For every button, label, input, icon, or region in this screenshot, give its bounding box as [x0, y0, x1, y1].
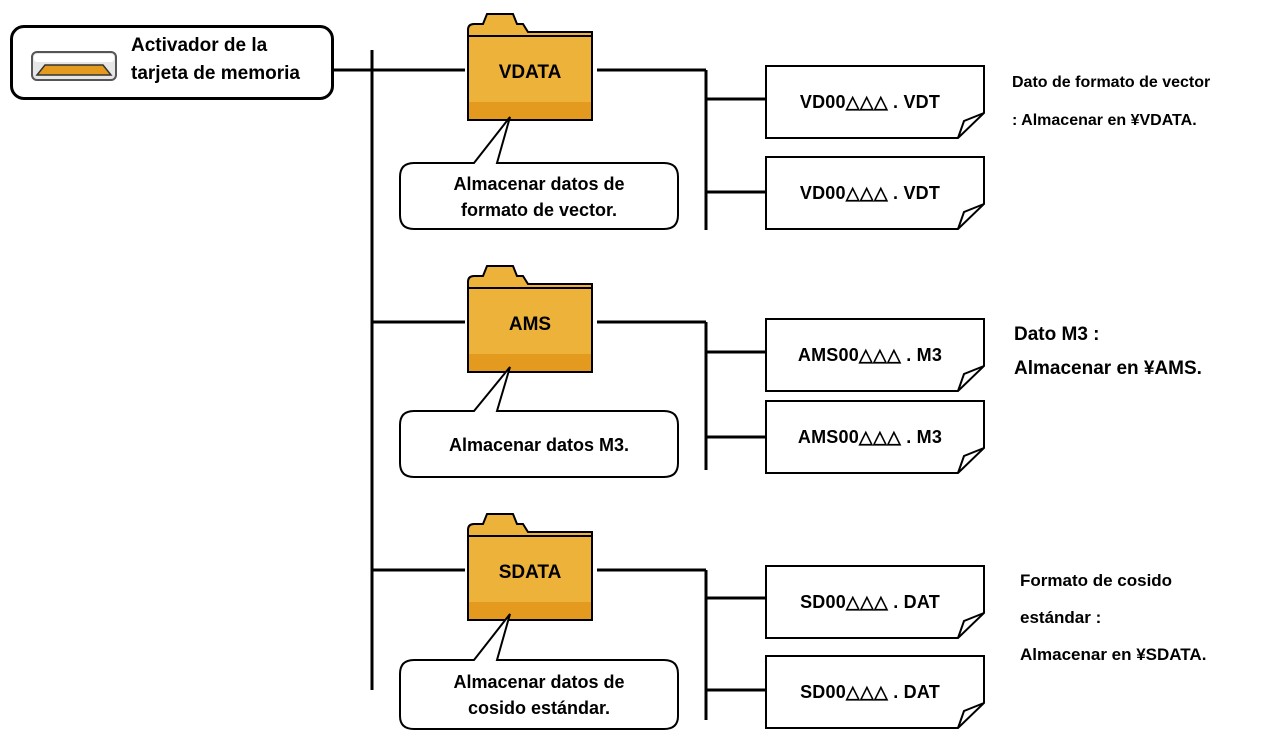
- note-line1: Dato de formato de vector: [1012, 74, 1211, 91]
- note-line3: Almacenar en ¥SDATA.: [1020, 645, 1207, 664]
- folder-ams: AMS: [465, 262, 595, 374]
- folder-name: VDATA: [498, 62, 562, 83]
- folder-icon: [467, 513, 593, 621]
- folder-sdata: SDATA: [465, 510, 595, 622]
- file-sdata-1: SD00△△△ . DAT: [765, 565, 985, 639]
- callout-sdata: Almacenar datos de cosido estándar.: [398, 610, 686, 731]
- file-name: SD00△△△ . DAT: [800, 591, 940, 612]
- callout-ams: Almacenar datos M3.: [398, 363, 686, 481]
- folder-name: AMS: [508, 314, 552, 335]
- note-line1: Dato M3 :: [1014, 324, 1100, 345]
- file-name: VD00△△△ . VDT: [799, 91, 941, 112]
- file-name: AMS00△△△ . M3: [797, 426, 943, 447]
- note-vdata: Dato de formato de vector : Almacenar en…: [1012, 64, 1210, 140]
- folder-name: SDATA: [498, 562, 562, 583]
- folder-icon: [467, 265, 593, 373]
- drive-label-line2: tarjeta de memoria: [131, 63, 300, 84]
- card-reader-icon: [31, 51, 117, 81]
- file-name: SD00△△△ . DAT: [800, 681, 940, 702]
- callout-line1: Almacenar datos M3.: [448, 435, 630, 455]
- callout-line1: Almacenar datos de: [453, 174, 625, 194]
- folder-vdata: VDATA: [465, 10, 595, 122]
- callout-line2: cosido estándar.: [467, 698, 611, 718]
- file-name: VD00△△△ . VDT: [799, 182, 941, 203]
- file-vdata-1: VD00△△△ . VDT: [765, 65, 985, 139]
- folder-icon: [467, 13, 593, 121]
- file-sdata-2: SD00△△△ . DAT: [765, 655, 985, 729]
- callout-line2: formato de vector.: [460, 200, 618, 220]
- file-vdata-2: VD00△△△ . VDT: [765, 156, 985, 230]
- file-name: AMS00△△△ . M3: [797, 344, 943, 365]
- drive-label-line1: Activador de la: [131, 35, 268, 56]
- note-line2: : Almacenar en ¥VDATA.: [1012, 112, 1197, 129]
- note-line2: Almacenar en ¥AMS.: [1014, 358, 1202, 379]
- note-line1: Formato de cosido: [1020, 571, 1173, 590]
- callout-vdata: Almacenar datos de formato de vector.: [398, 113, 686, 231]
- note-line2: estándar :: [1020, 608, 1102, 627]
- note-sdata: Formato de cosido estándar : Almacenar e…: [1020, 562, 1206, 673]
- file-ams-2: AMS00△△△ . M3: [765, 400, 985, 474]
- note-ams: Dato M3 : Almacenar en ¥AMS.: [1014, 318, 1202, 386]
- file-ams-1: AMS00△△△ . M3: [765, 318, 985, 392]
- callout-line1: Almacenar datos de: [453, 672, 625, 692]
- memory-card-drive: Activador de la tarjeta de memoria: [10, 25, 334, 100]
